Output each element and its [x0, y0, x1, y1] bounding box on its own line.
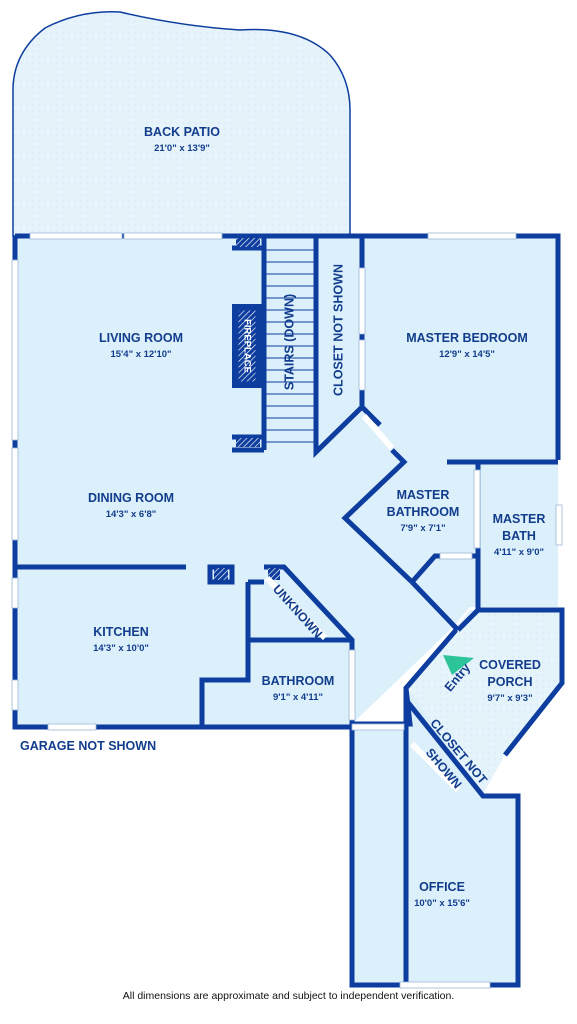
back-patio-name: BACK PATIO — [144, 125, 220, 139]
master-bathroom-name-2: BATHROOM — [387, 505, 460, 519]
closet-not-shown-top-label: CLOSET NOT SHOWN — [331, 264, 345, 396]
entry-marker-icon — [443, 655, 474, 675]
covered-porch-dims: 9'7" x 9'3" — [487, 693, 532, 704]
covered-porch-name-1: COVERED — [479, 658, 541, 672]
kitchen-dims: 14'3" x 10'0" — [93, 643, 149, 654]
living-room-name: LIVING ROOM — [99, 331, 183, 345]
master-bath-name-1: MASTER — [493, 512, 546, 526]
garage-not-shown-label: GARAGE NOT SHOWN — [20, 739, 156, 753]
back-patio-area — [12, 11, 351, 237]
disclaimer-note: All dimensions are approximate and subje… — [122, 990, 455, 1002]
stairs — [264, 249, 316, 443]
kitchen-name: KITCHEN — [93, 625, 149, 639]
office-name: OFFICE — [419, 880, 465, 894]
bathroom-dims: 9'1" x 4'11" — [273, 692, 323, 703]
back-patio-dims: 21'0" x 13'9" — [154, 143, 210, 154]
master-bath-name-2: BATH — [502, 529, 536, 543]
master-bedroom-dims: 12'9" x 14'5" — [439, 349, 495, 360]
dining-room-name: DINING ROOM — [88, 491, 174, 505]
covered-porch-name-2: PORCH — [487, 675, 532, 689]
fireplace-label: FIREPLACE — [241, 319, 252, 373]
dining-room-dims: 14'3" x 6'8" — [106, 509, 157, 520]
master-bath-dims: 4'11" x 9'0" — [494, 547, 544, 558]
living-room-dims: 15'4" x 12'10" — [110, 349, 171, 360]
master-bedroom-name: MASTER BEDROOM — [406, 331, 528, 345]
master-bathroom-name-1: MASTER — [397, 488, 450, 502]
office-dims: 10'0" x 15'6" — [414, 898, 470, 909]
windows — [11, 232, 563, 989]
bathroom-name: BATHROOM — [262, 674, 335, 688]
stairs-label: STAIRS (DOWN) — [282, 294, 296, 390]
master-bathroom-dims: 7'9" x 7'1" — [400, 523, 445, 534]
